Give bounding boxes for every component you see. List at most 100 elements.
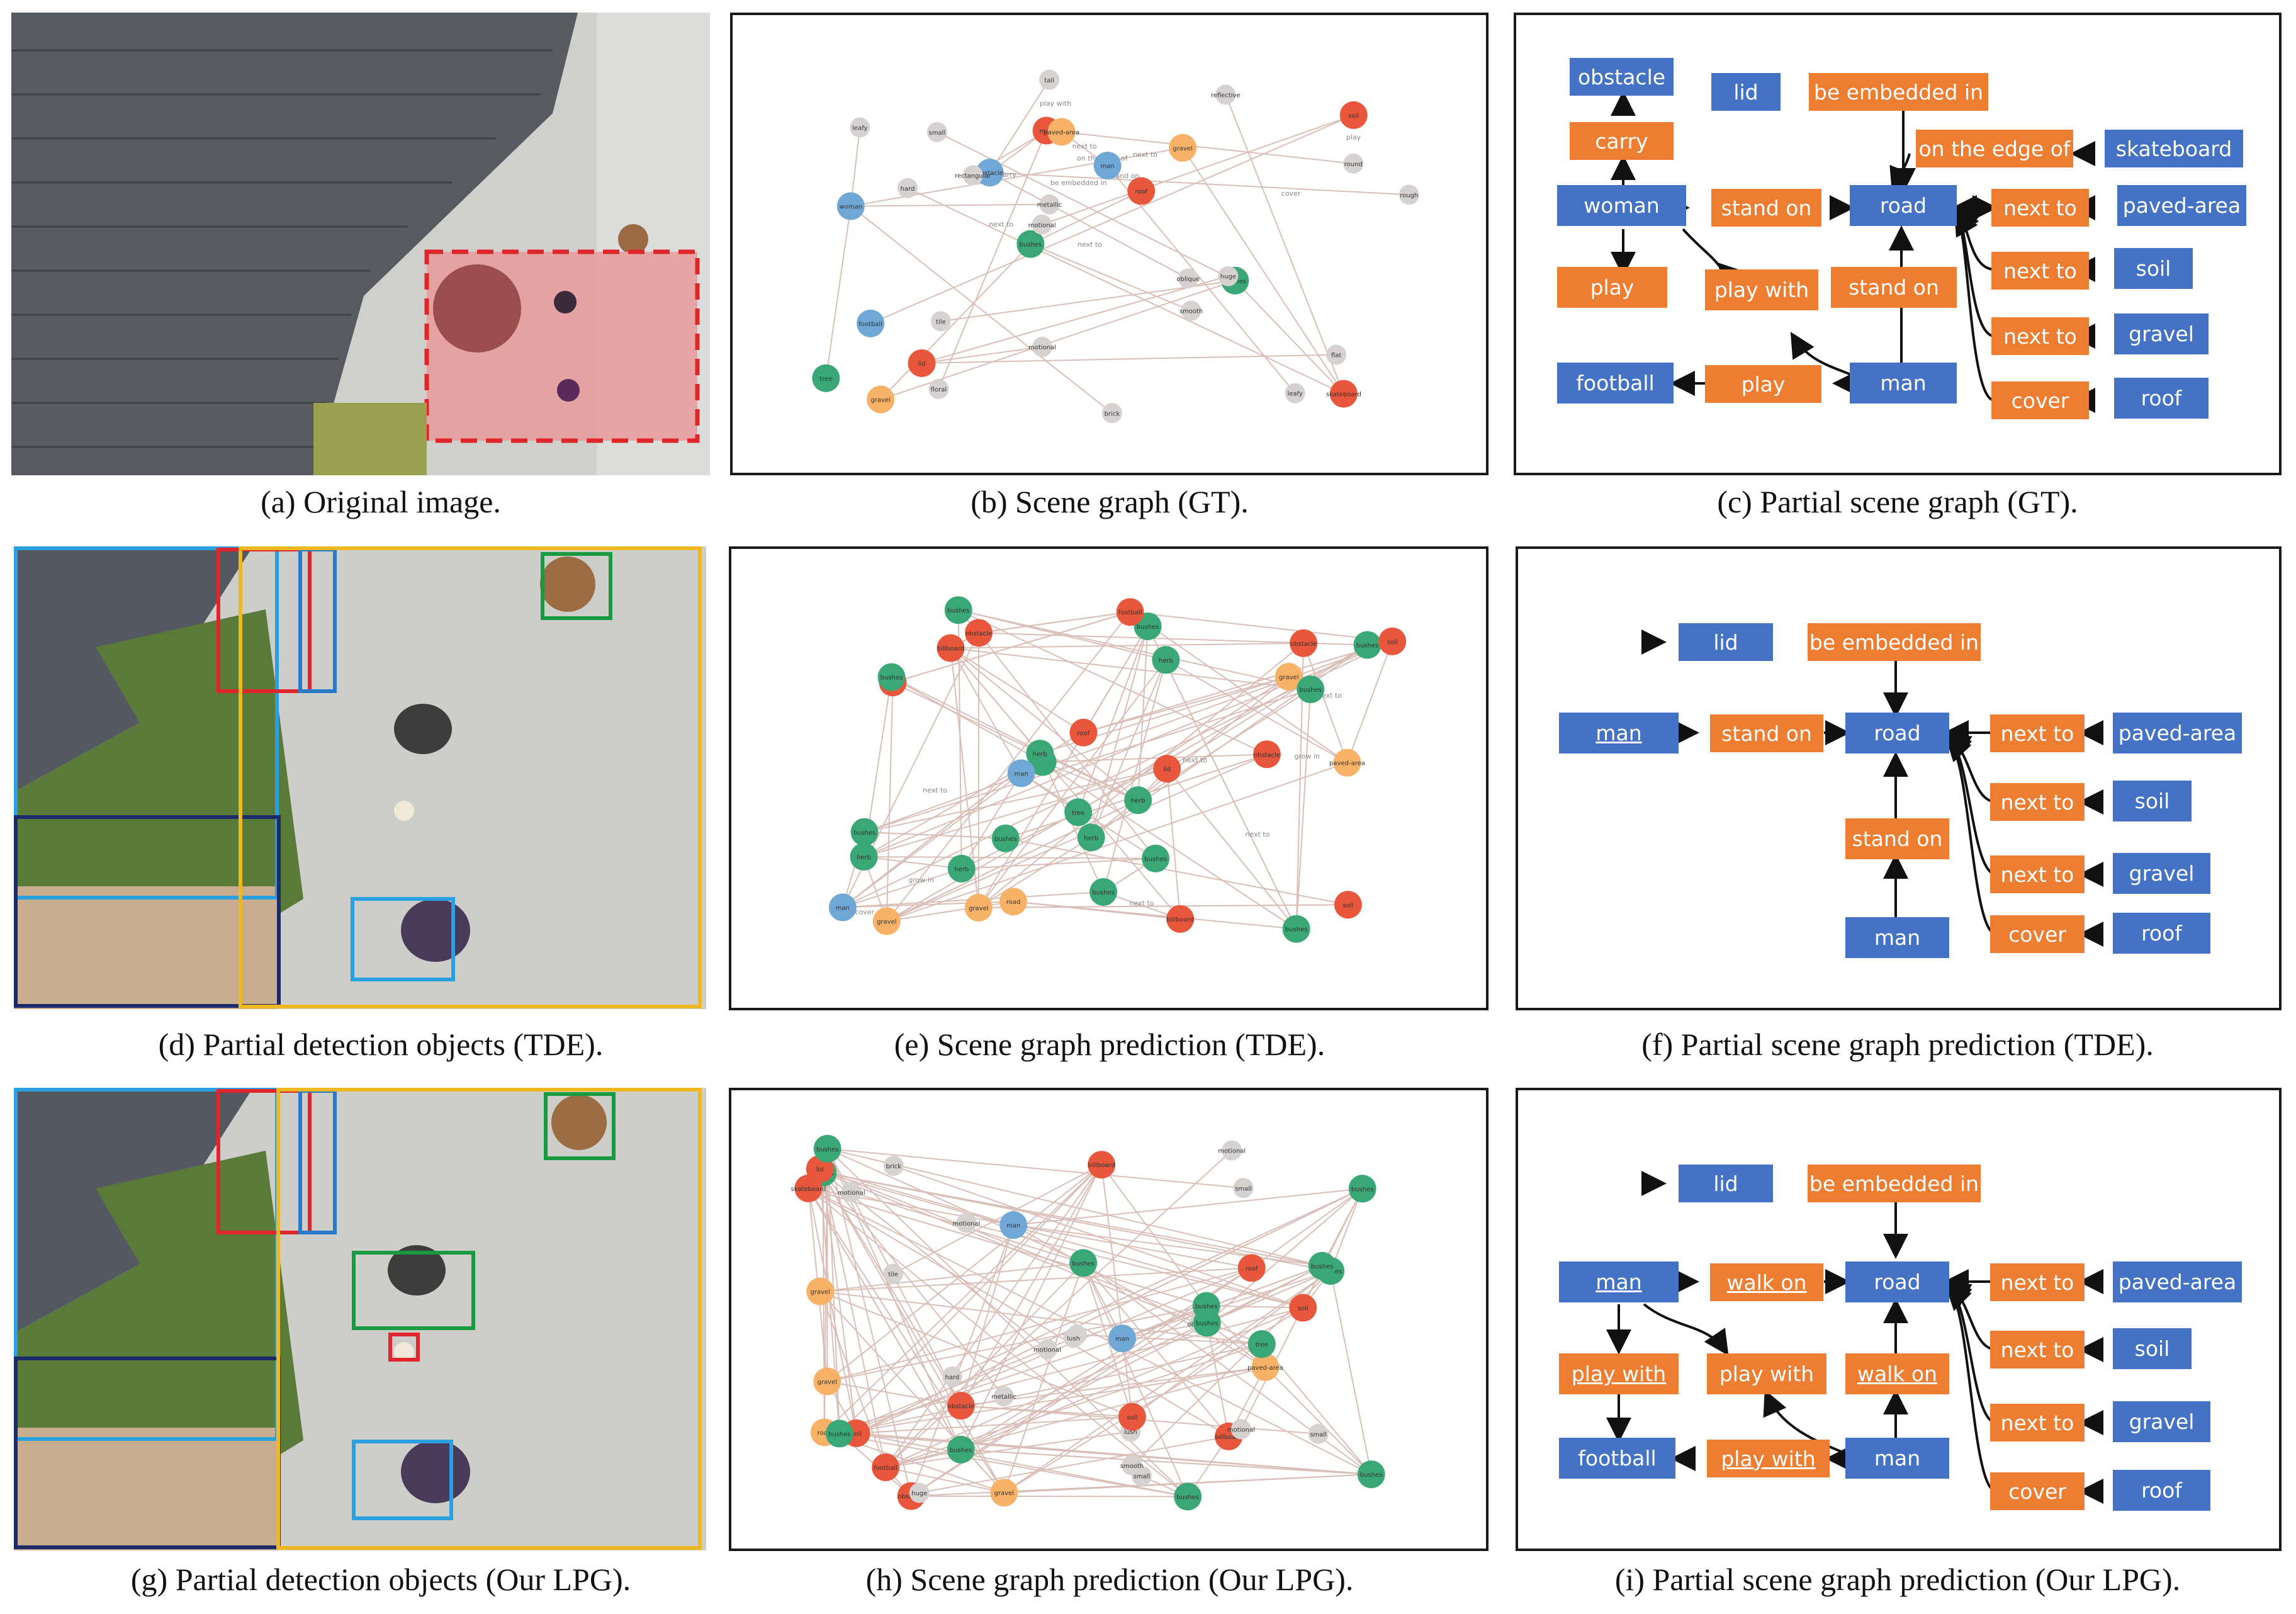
lpg-graph-edge bbox=[819, 1168, 1004, 1397]
lpg-graph-node-label: gravel bbox=[994, 1490, 1014, 1497]
lpg-graph-edge bbox=[827, 1148, 1322, 1267]
tde-graph-node: bushes bbox=[991, 824, 1020, 852]
lpg-graph-edge bbox=[822, 1172, 1048, 1350]
gt-graph-edge bbox=[921, 275, 1229, 364]
gt-graph-node-label: flat bbox=[1331, 352, 1341, 359]
tde-graph-node: bushes bbox=[850, 818, 879, 846]
gt-graph-node: motional bbox=[1028, 214, 1056, 235]
lpg-graph-edge bbox=[960, 1224, 1015, 1406]
caption-g: (g) Partial detection objects (Our LPG). bbox=[130, 1562, 631, 1597]
lpg-graph-node-circle bbox=[1069, 1249, 1098, 1277]
tde-graph-node-circle bbox=[1064, 798, 1093, 827]
lpg-graph-node-circle bbox=[947, 1392, 975, 1420]
node-soil: soil bbox=[2114, 248, 2193, 289]
lpg-graph-node: tile bbox=[883, 1263, 904, 1284]
lpg-graph-node-circle bbox=[883, 1263, 904, 1284]
gt-graph-edge-label: cover bbox=[1281, 189, 1301, 198]
tde-graph-node-label: herb bbox=[857, 854, 871, 861]
lpg-graph-node-label: man bbox=[1006, 1222, 1020, 1229]
lpg-graph-edge bbox=[1207, 1188, 1363, 1324]
gt-graph-node: paved-area bbox=[1044, 118, 1079, 146]
gt-graph-edge bbox=[850, 203, 1050, 207]
lpg-graph-edge bbox=[885, 1149, 1232, 1468]
gt-graph-node-label: football bbox=[858, 321, 882, 328]
lpg-graph-node: tree bbox=[1247, 1330, 1276, 1358]
tde-graph-edge bbox=[978, 904, 1348, 908]
gt-graph-node-label: floral bbox=[931, 387, 947, 393]
tde-graph-node: bushes bbox=[1282, 915, 1310, 943]
gt-graph-node-label: smooth bbox=[1179, 308, 1203, 315]
node-next-to-2: next to bbox=[1990, 783, 2085, 821]
gt-graph-node: round bbox=[1343, 153, 1364, 174]
tde-graph-node: bushes bbox=[877, 663, 906, 691]
tde-graph-node-circle bbox=[1152, 646, 1180, 674]
lpg-graph-node-circle bbox=[883, 1156, 904, 1177]
detection-tde-drawing bbox=[14, 546, 706, 1009]
lpg-graph-node-label: huge bbox=[911, 1491, 927, 1498]
gt-graph-node-label: soil bbox=[1348, 113, 1359, 120]
lpg-graph-node-label: motional bbox=[952, 1221, 980, 1227]
tde-graph-node-circle bbox=[1153, 755, 1181, 783]
lpg-graph-edge bbox=[819, 1168, 1005, 1493]
node-skateboard: skateboard bbox=[2105, 130, 2243, 167]
lpg-graph-node-label: metallic bbox=[991, 1394, 1016, 1401]
gt-graph-node: small bbox=[926, 121, 947, 142]
gt-graph-node-circle bbox=[1101, 403, 1122, 424]
gt-graph-node-label: brick bbox=[1105, 410, 1120, 417]
lpg-graph-node-label: roof bbox=[1246, 1265, 1258, 1272]
gt-graph-node-circle bbox=[1039, 69, 1060, 90]
tde-graph-node-circle bbox=[1007, 759, 1035, 787]
node-play-with-2: play with bbox=[1707, 1353, 1826, 1394]
gt-graph-edge bbox=[938, 130, 1047, 390]
gt-graph-node-circle bbox=[1329, 380, 1358, 408]
tde-graph-node-circle bbox=[1026, 740, 1054, 768]
tde-graph-node-label: bushes bbox=[1299, 687, 1322, 694]
tde-graph-node-label: billboard bbox=[1166, 917, 1194, 923]
lpg-graph-node: soil bbox=[1118, 1402, 1146, 1431]
lpg-graph-node-label: tree bbox=[1256, 1341, 1268, 1348]
tde-graph-node-label: man bbox=[836, 905, 850, 911]
lpg-graph-edge bbox=[808, 1188, 1372, 1476]
tde-graph-node-label: football bbox=[1118, 609, 1142, 616]
tde-graph-edge bbox=[1013, 901, 1297, 930]
gt-graph-node: floral bbox=[928, 378, 949, 399]
lpg-graph-node-label: paved-area bbox=[1247, 1365, 1283, 1372]
node-gravel: gravel bbox=[2113, 1401, 2210, 1442]
gt-graph-node: tree bbox=[812, 364, 840, 392]
tde-graph-edge bbox=[1042, 753, 1267, 763]
gt-graph-node-circle bbox=[908, 349, 936, 377]
lpg-graph-node-label: smooth bbox=[1120, 1463, 1144, 1470]
lpg-graph-node: bushes bbox=[1174, 1482, 1202, 1511]
gt-graph-node-label: obstacle bbox=[977, 170, 1003, 177]
tde-graph-node-circle bbox=[872, 907, 901, 935]
lpg-graph-node-label: bushes bbox=[1195, 1304, 1218, 1311]
tde-graph-edge bbox=[1147, 626, 1297, 930]
gt-graph-node: oblique bbox=[1176, 268, 1200, 289]
tde-graph-edge-label: next to bbox=[923, 786, 947, 794]
tde-graph-node-circle bbox=[1089, 878, 1118, 906]
gt-graph-node-circle bbox=[1285, 383, 1305, 404]
lpg-graph-node-label: lush bbox=[1124, 1429, 1137, 1436]
tde-graph-edge bbox=[961, 857, 1156, 869]
tde-graph-node: gravel bbox=[872, 907, 901, 935]
gt-graph-edge bbox=[989, 172, 1189, 279]
node-obstacle: obstacle bbox=[1570, 58, 1674, 96]
node-on-the-edge-of: on the edge of bbox=[1916, 130, 2073, 167]
lpg-graph-node-circle bbox=[1222, 1140, 1242, 1161]
node-stand-on-1: stand on bbox=[1710, 714, 1823, 752]
gt-graph-node-label: rectangular bbox=[955, 172, 992, 179]
node-next-to-1: next to bbox=[1990, 714, 2085, 752]
gt-graph-edge bbox=[850, 205, 1113, 414]
tde-graph-node-label: road bbox=[1006, 899, 1021, 906]
gt-graph-node: gravel bbox=[867, 385, 895, 414]
tde-graph-node-label: bushes bbox=[1092, 889, 1115, 896]
tde-graph-node-circle bbox=[1252, 740, 1281, 769]
lpg-graph-node-label: bushes bbox=[816, 1146, 839, 1153]
lpg-graph-edge bbox=[819, 1291, 886, 1468]
lpg-graph-edge bbox=[827, 1148, 1084, 1264]
gt-graph-node-circle bbox=[928, 378, 949, 399]
gt-graph-node-circle bbox=[1032, 214, 1052, 235]
lpg-graph-edge bbox=[823, 1171, 1322, 1267]
